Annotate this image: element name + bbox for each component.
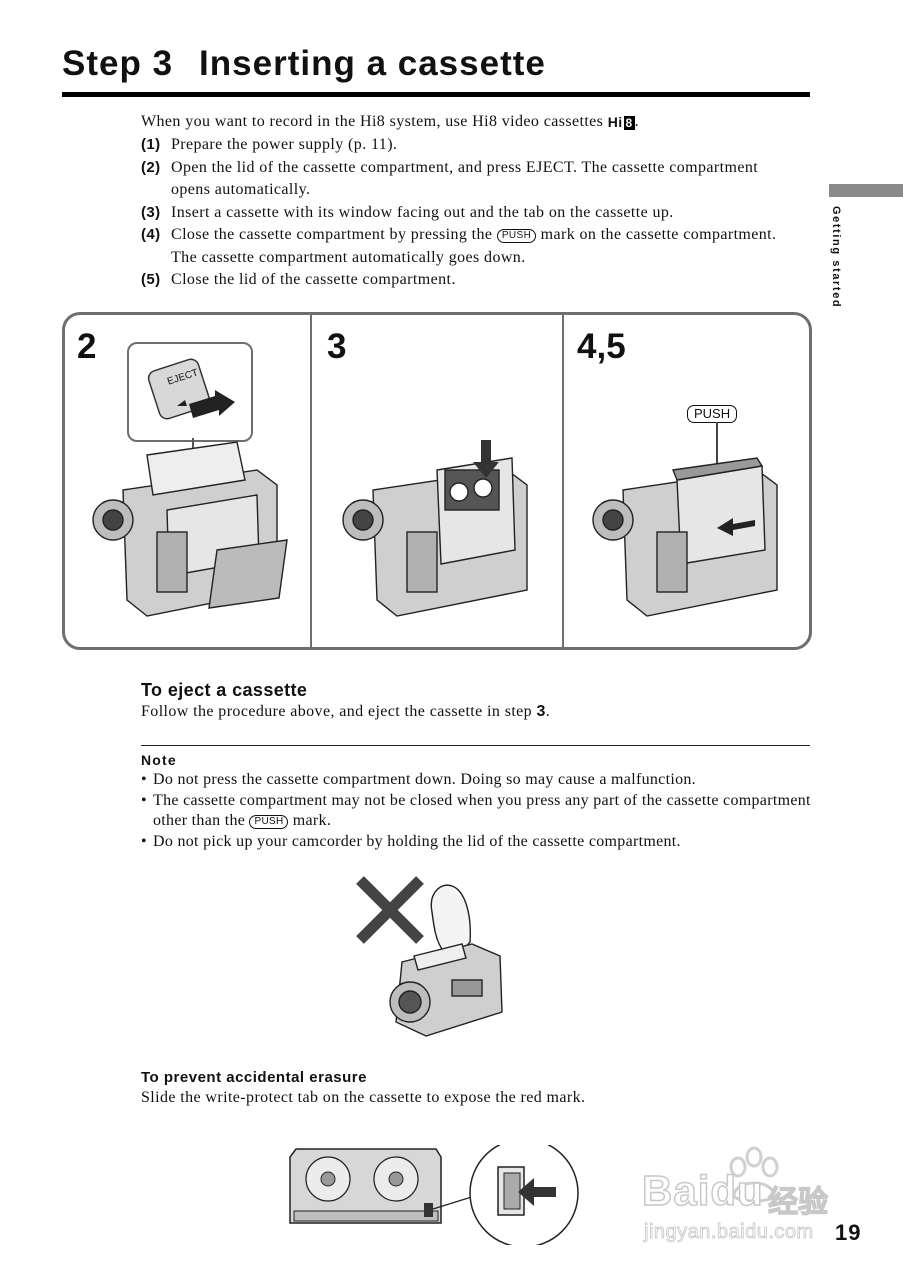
- camcorder-illustration: [389, 943, 503, 1037]
- cross-icon: [356, 876, 424, 944]
- camcorder-illustration: [592, 457, 778, 617]
- eject-heading: To eject a cassette: [141, 680, 308, 700]
- intro-end: .: [634, 113, 640, 130]
- arrow-icon: [189, 390, 235, 418]
- note-text: Do not pick up your camcorder by holding…: [153, 832, 681, 850]
- note-text-before: The cassette compartment may not be clos…: [153, 791, 811, 830]
- erasure-text: Slide the write-protect tab on the casse…: [141, 1089, 586, 1106]
- arrow-icon: [473, 440, 499, 478]
- eject-text: Follow the procedure above, and eject th…: [141, 703, 550, 721]
- note-heading: Note: [141, 752, 177, 768]
- note-text-after: mark.: [292, 812, 332, 829]
- step-list: (1) Prepare the power supply (p. 11). (2)…: [141, 134, 801, 292]
- cassette-illustration: [289, 1145, 579, 1245]
- eject-text-after: .: [545, 703, 551, 720]
- eject-button-illustration: [147, 358, 235, 420]
- eject-step-ref: 3: [536, 703, 546, 720]
- page-number: 19: [835, 1220, 862, 1245]
- panel-label-3: 3: [327, 327, 347, 366]
- note-item: Do not press the cassette compartment do…: [141, 770, 811, 791]
- step-item: (4) Close the cassette compartment by pre…: [141, 224, 801, 269]
- step-text: Prepare the power supply (p. 11).: [171, 136, 398, 153]
- step-item: (2) Open the lid of the cassette compartm…: [141, 157, 801, 202]
- step-num: (3): [141, 203, 161, 221]
- side-index-tab: [829, 184, 903, 197]
- note-list: Do not press the cassette compartment do…: [141, 770, 811, 852]
- arrow-icon: [518, 1178, 556, 1206]
- hi8-logo-hi: Hi: [607, 114, 623, 130]
- step-item: (3) Insert a cassette with its window fac…: [141, 202, 801, 225]
- eject-inset: EJECT: [127, 342, 253, 442]
- push-mark-icon: PUSH: [496, 229, 537, 243]
- erasure-heading: To prevent accidental erasure: [141, 1069, 367, 1086]
- title-text: Inserting a cassette: [199, 44, 546, 83]
- figure-panel: 2 3 4,5 EJECT: [62, 312, 812, 650]
- step-num: (4): [141, 226, 161, 243]
- arrow-icon: [717, 518, 755, 536]
- camcorder-illustration: [92, 441, 288, 617]
- panel-label-45: 4,5: [577, 327, 626, 366]
- note-item: The cassette compartment may not be clos…: [141, 791, 811, 832]
- note-rule: [141, 745, 810, 746]
- note-text: Do not press the cassette compartment do…: [153, 771, 696, 788]
- watermark-cn: 经验: [767, 1184, 828, 1220]
- panel-divider: [562, 315, 564, 647]
- page-title: Step 3 Inserting a cassette: [62, 44, 546, 84]
- watermark-brand: Baidu: [641, 1166, 764, 1215]
- step-num: (2): [141, 158, 161, 176]
- watermark-brand-du: du: [710, 1166, 764, 1215]
- panel-label-2: 2: [77, 327, 97, 366]
- camcorder-illustration: [342, 440, 528, 617]
- step-text: Insert a cassette with its window facing…: [171, 203, 674, 221]
- step-num: (5): [141, 271, 161, 288]
- eject-text-before: Follow the procedure above, and eject th…: [141, 703, 533, 720]
- push-mark-icon: PUSH: [249, 815, 289, 829]
- step-text: Close the lid of the cassette compartmen…: [171, 271, 456, 288]
- step-text-before: Close the cassette compartment by pressi…: [171, 226, 493, 243]
- step-item: (1) Prepare the power supply (p. 11).: [141, 134, 801, 157]
- step-number: Step 3: [62, 44, 174, 83]
- hi8-logo-8: 8: [623, 116, 635, 130]
- push-label: PUSH: [687, 405, 738, 423]
- step-num: (1): [141, 136, 161, 153]
- title-rule: [62, 92, 810, 97]
- watermark-url: jingyan.baidu.com: [644, 1221, 814, 1244]
- step-text: Open the lid of the cassette compartment…: [171, 158, 759, 199]
- baidu-watermark: Baidu 经验 jingyan.baidu.com: [640, 1145, 850, 1270]
- step-item: (5) Close the lid of the cassette compart…: [141, 269, 801, 292]
- step-text-after: mark on the cassette compartment. The ca…: [171, 226, 777, 266]
- intro-sentence: When you want to record in the Hi8 syste…: [141, 113, 604, 130]
- wrong-handling-illustration: [356, 876, 503, 1037]
- hand-icon: [430, 884, 472, 955]
- intro-text: When you want to record in the Hi8 syste…: [141, 113, 639, 131]
- side-index-label: Getting started: [830, 206, 842, 309]
- note-item: Do not pick up your camcorder by holding…: [141, 832, 811, 853]
- watermark-brand-bai: Bai: [641, 1166, 711, 1215]
- panel-divider: [310, 315, 312, 647]
- baidu-paw-icon: [729, 1146, 779, 1203]
